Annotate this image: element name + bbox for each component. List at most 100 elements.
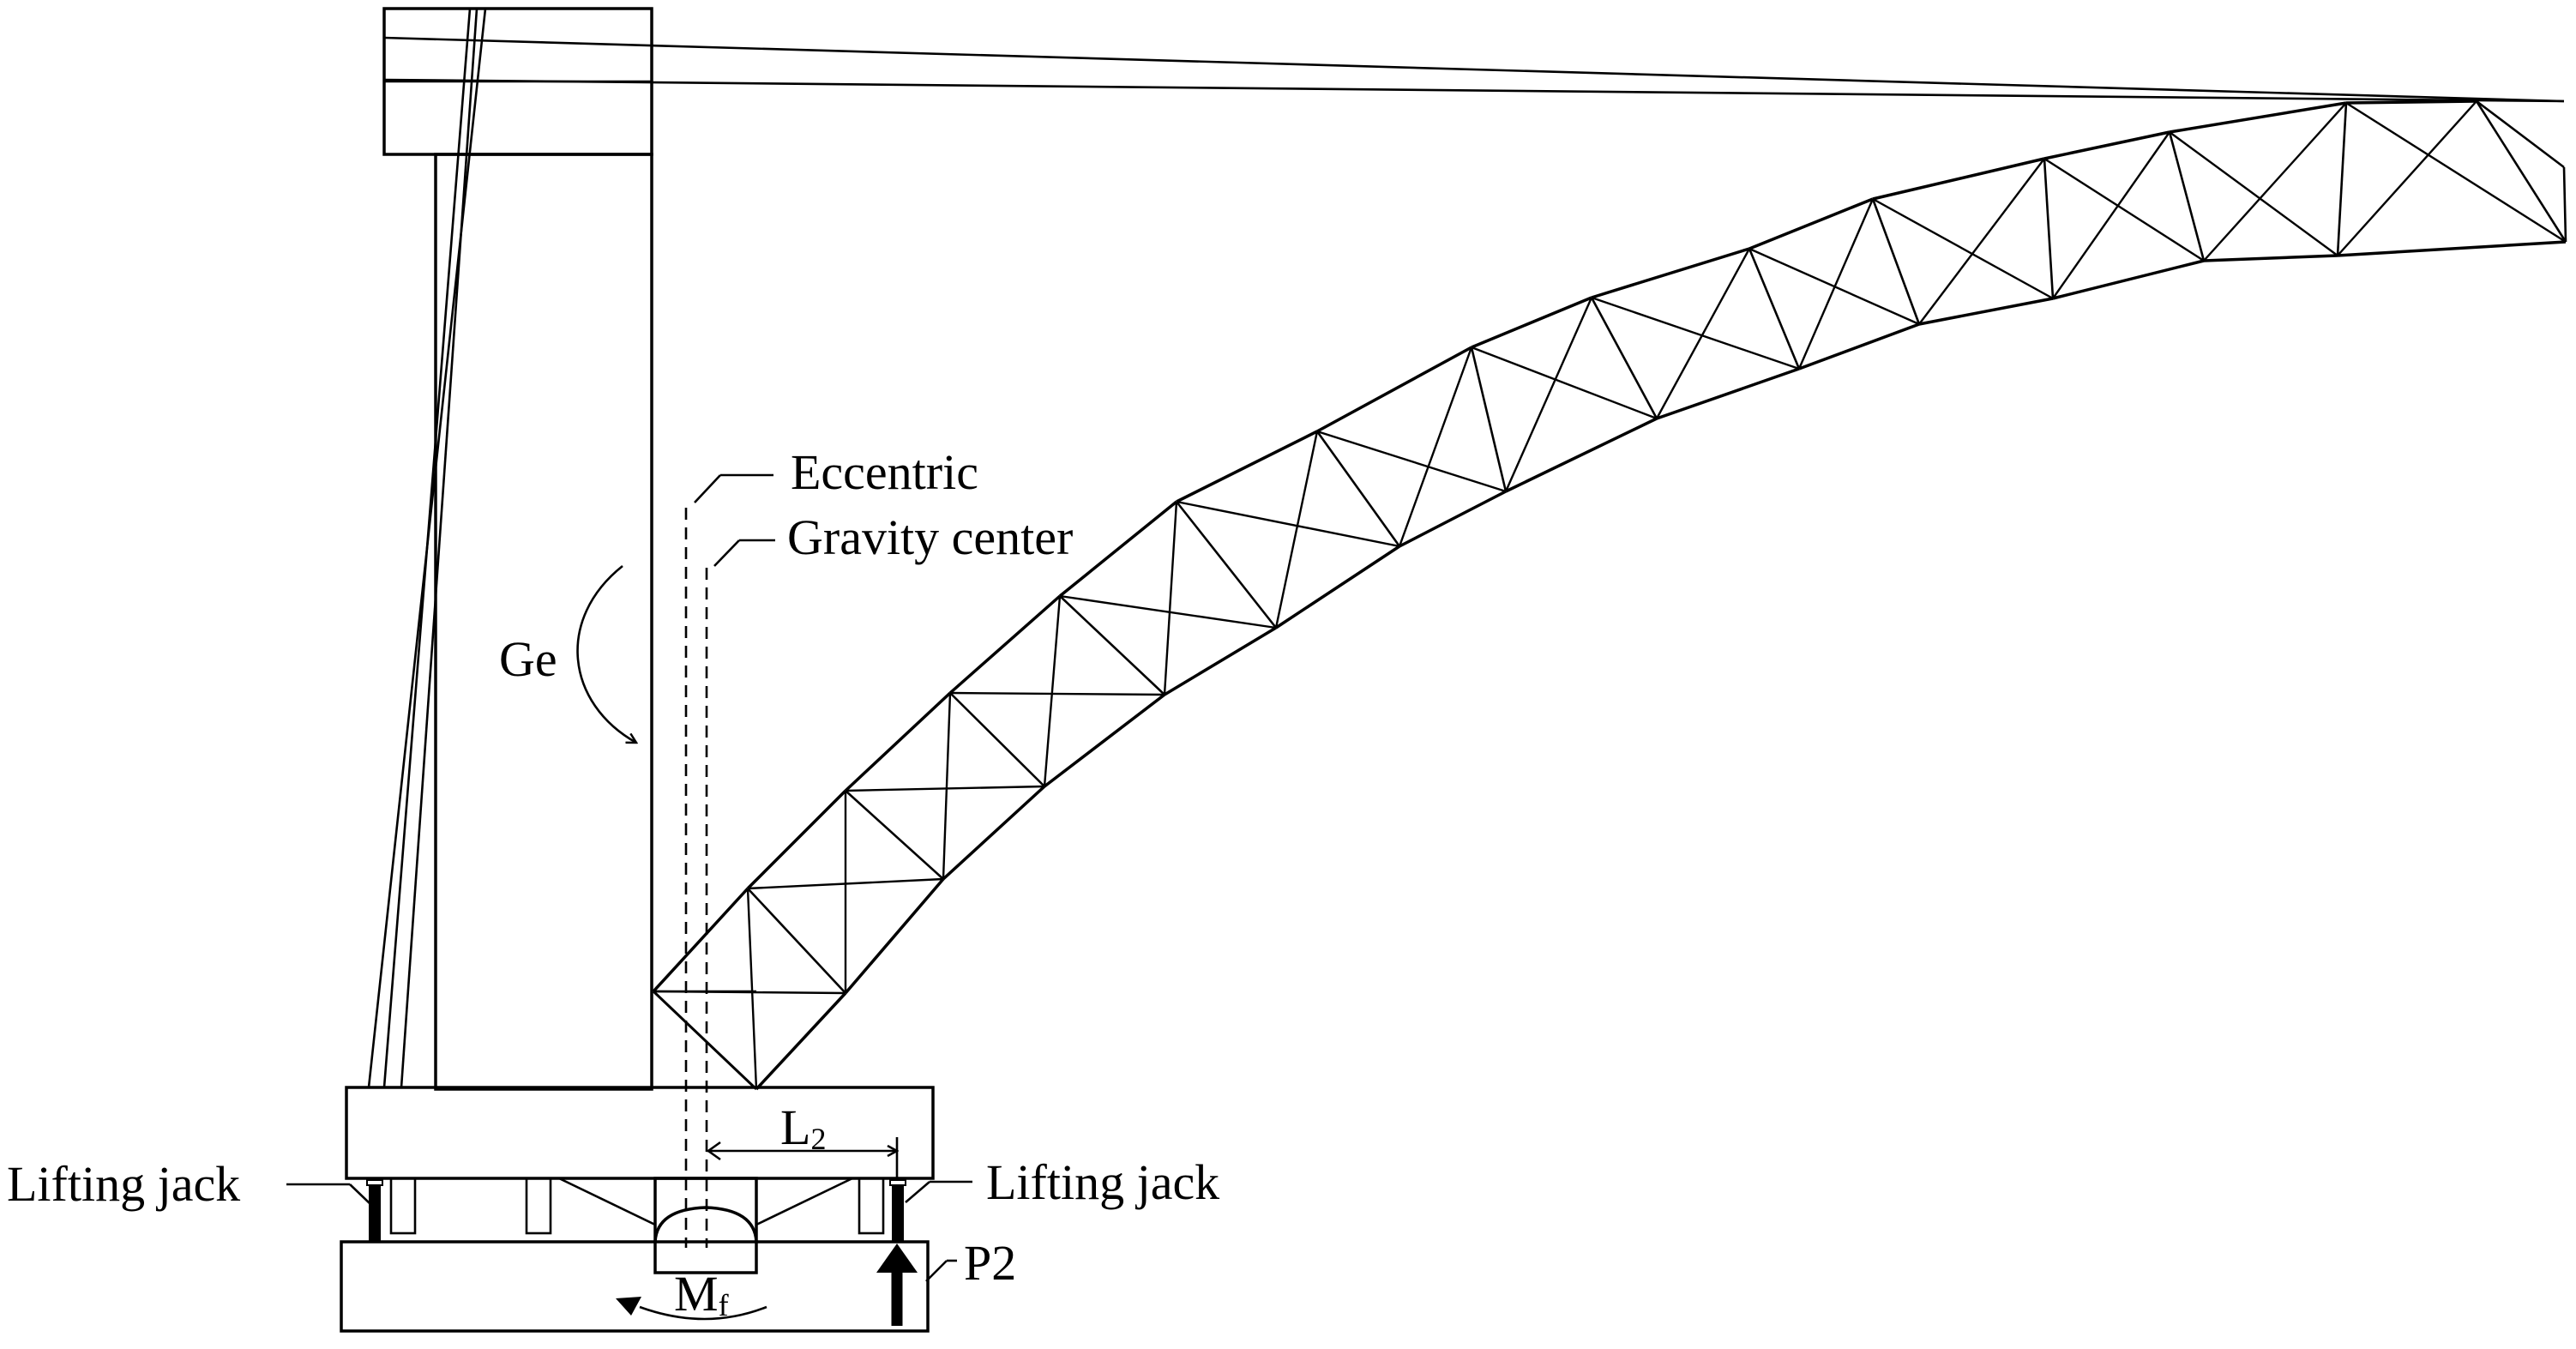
l2-label-sub: 2 (810, 1122, 826, 1156)
truss-upper-chord-segment (746, 789, 847, 890)
truss-tip (2562, 166, 2567, 243)
truss-diagonal (2345, 101, 2567, 244)
truss-lower-chord-segment (2052, 259, 2205, 300)
lifting-jack-annotations: Lifting jack Lifting jack (7, 1154, 1219, 1212)
mf-moment: Mf (616, 1266, 767, 1322)
truss-upper-chord-segment (2345, 99, 2477, 105)
lower-foundation (340, 1240, 930, 1333)
back-stay-2 (400, 8, 478, 1088)
lifting-jack-right-leader-2 (905, 1181, 930, 1203)
brace-right (755, 1177, 853, 1226)
truss-diagonal (2337, 100, 2477, 256)
tower (382, 7, 653, 1091)
arch-truss (652, 99, 2567, 1091)
truss-upper-chord-segment (652, 887, 749, 993)
ge-moment-arc (576, 564, 636, 743)
truss-lower-chord-segment (1505, 417, 1658, 493)
support-post-3 (858, 1177, 885, 1235)
gravity-center-leader (713, 539, 740, 567)
truss-diagonal (2169, 131, 2338, 256)
p2-arrowhead (876, 1244, 918, 1273)
truss-post (1590, 297, 1658, 419)
truss-diagonal (1471, 346, 1658, 420)
truss-upper-chord-segment (1058, 500, 1178, 598)
truss-lower-chord-segment (1399, 490, 1507, 548)
truss-diagonal (1316, 430, 1507, 493)
truss-end-post (652, 990, 758, 1091)
upper-cap-beam (345, 1086, 935, 1180)
truss-post (1059, 595, 1165, 696)
l2-left-arrowhead (706, 1141, 721, 1161)
truss-lower-chord-segment (2203, 254, 2338, 262)
truss-lower-chord-segment (1164, 626, 1277, 696)
truss-diagonal (1059, 594, 1277, 629)
lifting-jack-right (892, 1182, 904, 1242)
truss-post (1315, 431, 1401, 547)
support-post-1 (389, 1177, 417, 1235)
mf-label: Mf (674, 1266, 729, 1322)
truss-diagonal (845, 785, 1045, 792)
p2-label: P2 (964, 1235, 1016, 1291)
turntable-column (653, 1177, 758, 1274)
truss-lower-chord-segment (1043, 693, 1166, 788)
lifting-jack-right-label: Lifting jack (986, 1154, 1219, 1210)
truss-post (2043, 158, 2055, 299)
truss-diagonal (1872, 197, 2054, 300)
truss-post (1871, 198, 1921, 325)
truss-upper-chord-segment (1591, 247, 1750, 299)
truss-diagonal (1591, 296, 1800, 370)
eccentric-label: Eccentric (791, 444, 978, 500)
truss-diagonal (1163, 501, 1178, 696)
truss-lower-chord-segment (755, 991, 847, 1091)
lifting-jack-left-label: Lifting jack (7, 1156, 240, 1212)
truss-diagonal (1797, 198, 1875, 370)
truss-lower-chord-segment (2337, 240, 2567, 257)
forward-cable-upper (383, 36, 2565, 103)
truss-upper-chord-segment (948, 594, 1062, 695)
truss-post (1175, 501, 1278, 629)
truss-diagonal (2052, 131, 2170, 299)
lifting-jack-left-cap (366, 1179, 383, 1186)
forward-cable-lower (383, 78, 2565, 103)
l2-dimension: L2 (706, 1099, 897, 1180)
truss-diagonal (2043, 157, 2205, 262)
stay-cables (367, 8, 2565, 1088)
truss-upper-chord-segment (2169, 101, 2347, 134)
truss-diagonal (1043, 595, 1062, 787)
brace-left (558, 1177, 656, 1226)
truss-lower-chord-segment (1918, 297, 2054, 326)
truss-lower-chord-segment (1798, 322, 1920, 370)
truss-diagonal (1655, 248, 1751, 419)
lifting-jack-left-leader-2 (349, 1183, 371, 1205)
back-stay-3 (382, 8, 472, 1088)
truss-post (1748, 248, 1801, 370)
truss-post (949, 692, 1045, 787)
truss-upper-chord-segment (1748, 197, 1874, 250)
truss-post (2475, 100, 2567, 243)
mf-label-main: M (674, 1266, 719, 1322)
truss-lower-chord-segment (1656, 367, 1800, 420)
mf-moment-arc (639, 1305, 767, 1321)
truss-diagonal (1398, 346, 1473, 547)
truss-diagonal (1918, 158, 2045, 325)
gravity-center-label: Gravity center (787, 509, 1073, 565)
truss-post (2168, 131, 2206, 262)
truss-lower-chord-segment (942, 785, 1046, 881)
truss-lower-chord-segment (844, 877, 945, 995)
mf-label-sub: f (719, 1288, 729, 1322)
spherical-hinge (653, 1206, 758, 1243)
truss-post (747, 888, 846, 994)
truss-diagonal (942, 692, 952, 880)
truss-upper-chord-segment (1176, 430, 1318, 503)
center-lines: Eccentric Gravity center (684, 444, 1073, 1248)
p2-leader (925, 1260, 948, 1282)
mf-arrowhead (616, 1297, 641, 1316)
lifting-jack-left (369, 1182, 381, 1242)
l2-label: L2 (780, 1099, 826, 1156)
ge-label: Ge (499, 631, 557, 687)
truss-diagonal (1176, 500, 1400, 548)
eccentric-leader (694, 474, 721, 503)
truss-upper-chord-segment (844, 691, 952, 792)
truss-diagonal (1504, 297, 1593, 492)
